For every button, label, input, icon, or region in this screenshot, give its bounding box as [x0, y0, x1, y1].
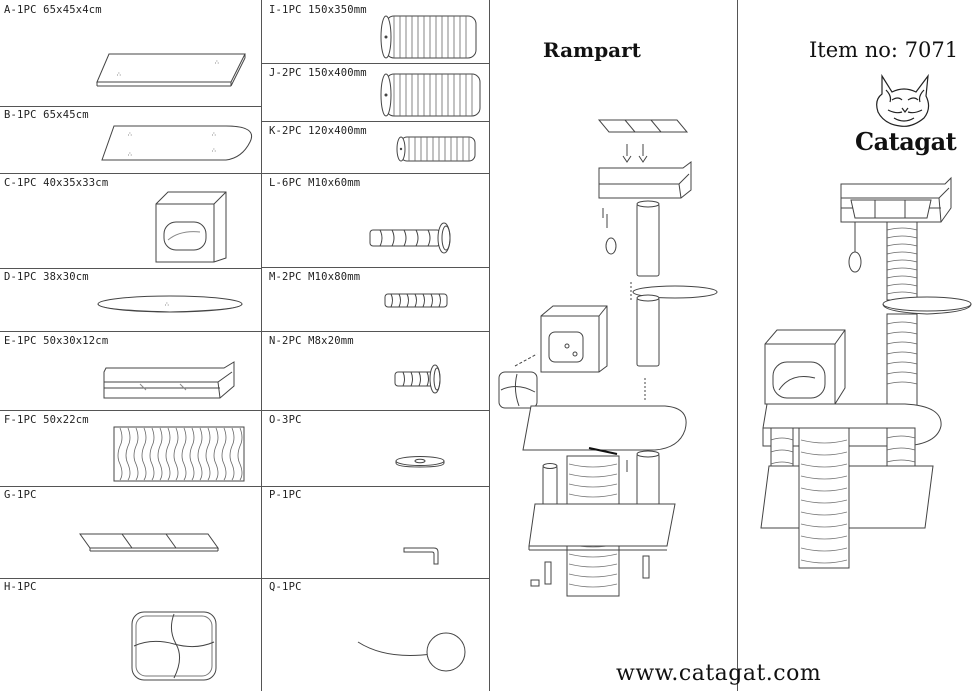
row-divider: [0, 331, 489, 332]
part-label-h: H-1PC: [4, 581, 37, 593]
row-divider: [0, 410, 489, 411]
row-divider: [261, 63, 489, 64]
part-label-k: K-2PC 120x400mm: [269, 125, 367, 137]
row-divider: [261, 121, 489, 122]
part-label-p: P-1PC: [269, 489, 302, 501]
part-e-drawing: [100, 358, 240, 406]
part-label-b: B-1PC 65x45cm: [4, 109, 89, 121]
part-k-drawing: [395, 134, 480, 164]
part-a-drawing: ∴∴: [95, 48, 255, 93]
svg-text:∴: ∴: [117, 71, 121, 78]
part-l-drawing: [368, 220, 458, 256]
part-q-drawing: [356, 626, 468, 672]
brand-name: Catagat: [855, 127, 957, 156]
cat-logo-icon: [868, 70, 940, 130]
part-label-q: Q-1PC: [269, 581, 302, 593]
part-label-e: E-1PC 50x30x12cm: [4, 335, 109, 347]
svg-text:∴: ∴: [165, 301, 169, 308]
part-label-d: D-1PC 38x30cm: [4, 271, 89, 283]
svg-text:∴: ∴: [212, 147, 216, 154]
exploded-assembly-drawing: [495, 110, 735, 590]
part-label-j: J-2PC 150x400mm: [269, 67, 367, 79]
part-g-drawing: [78, 528, 220, 554]
row-divider: [0, 578, 489, 579]
part-label-f: F-1PC 50x22cm: [4, 414, 89, 426]
part-n-drawing: [393, 362, 445, 396]
svg-text:∴: ∴: [215, 59, 219, 66]
row-divider: [0, 486, 489, 487]
part-d-drawing: ∴: [95, 292, 245, 318]
part-j-drawing: [378, 70, 486, 120]
divider-parts: [261, 0, 262, 691]
part-p-drawing: [402, 544, 444, 568]
part-f-drawing: [112, 424, 247, 484]
part-o-drawing: [394, 455, 446, 469]
part-label-a: A-1PC 65x45x4cm: [4, 4, 102, 16]
part-label-l: L-6PC M10x60mm: [269, 177, 361, 189]
svg-text:∴: ∴: [128, 131, 132, 138]
svg-text:∴: ∴: [128, 151, 132, 158]
item-number: Item no: 7071: [809, 38, 959, 62]
part-label-i: I-1PC 150x350mm: [269, 4, 367, 16]
row-divider: [0, 268, 261, 269]
assembled-product-drawing: [755, 178, 977, 573]
part-c-drawing: [150, 188, 235, 266]
row-divider: [261, 267, 489, 268]
part-label-c: C-1PC 40x35x33cm: [4, 177, 109, 189]
website-url[interactable]: www.catagat.com: [616, 661, 822, 686]
part-label-o: O-3PC: [269, 414, 302, 426]
part-label-m: M-2PC M10x80mm: [269, 271, 361, 283]
part-label-n: N-2PC M8x20mm: [269, 335, 354, 347]
divider-parts-assembly: [489, 0, 490, 691]
row-divider: [0, 173, 489, 174]
svg-text:∴: ∴: [212, 131, 216, 138]
part-i-drawing: [378, 12, 483, 62]
part-h-drawing: [128, 608, 220, 684]
row-divider: [0, 106, 261, 107]
part-label-g: G-1PC: [4, 489, 37, 501]
product-name: Rampart: [543, 38, 641, 62]
part-m-drawing: [383, 291, 449, 311]
part-b-drawing: ∴ ∴ ∴ ∴: [100, 122, 260, 167]
divider-assembly-final: [737, 0, 738, 691]
